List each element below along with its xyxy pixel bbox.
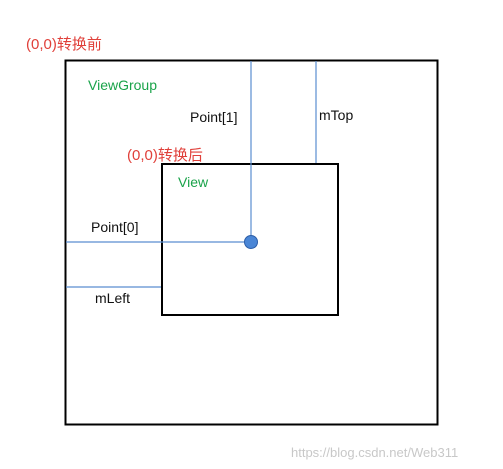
origin-after-label: (0,0)转换后 — [127, 147, 203, 164]
watermark-text: https://blog.csdn.net/Web311 — [291, 445, 459, 460]
view-label: View — [178, 174, 209, 190]
viewgroup-label: ViewGroup — [88, 77, 158, 93]
mleft-label: mLeft — [95, 290, 131, 306]
viewgroup-box — [64, 59, 439, 426]
point0-label: Point[0] — [91, 219, 139, 235]
origin-before-label: (0,0)转换前 — [26, 36, 102, 53]
mtop-label: mTop — [319, 107, 354, 123]
touch-point — [244, 235, 258, 249]
view-box — [161, 163, 339, 316]
point1-label: Point[1] — [190, 109, 238, 125]
